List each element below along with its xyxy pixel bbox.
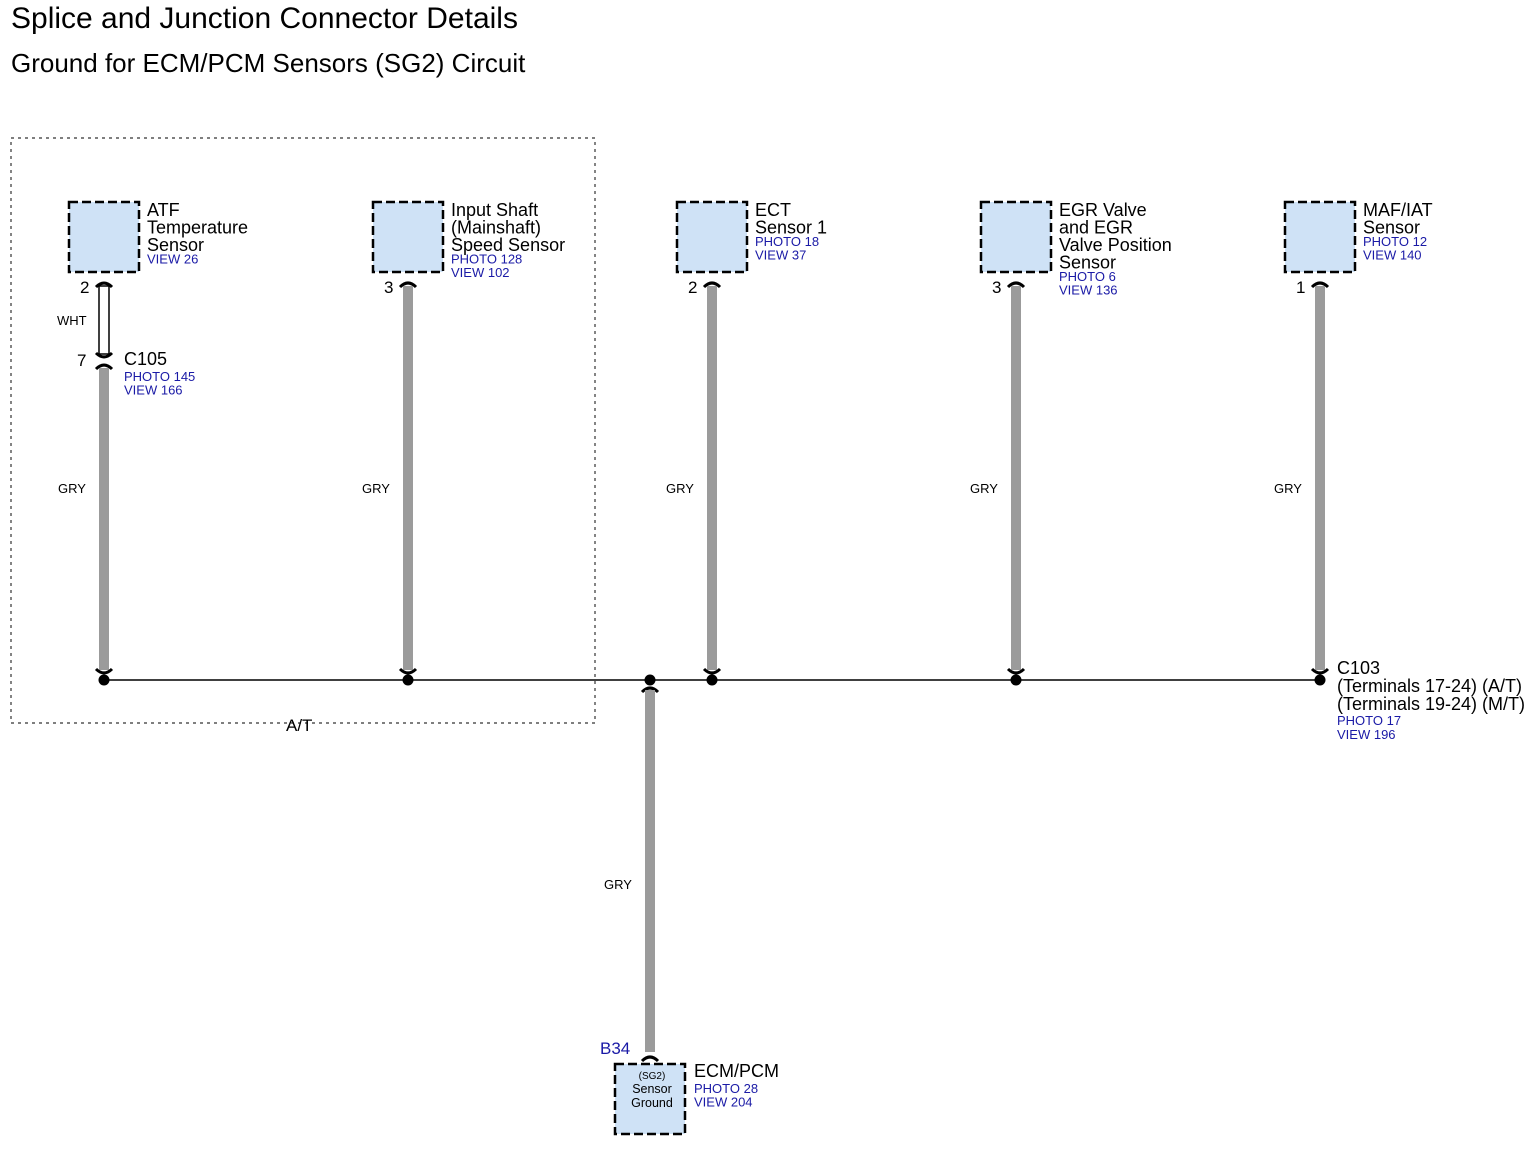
component-name-line: Sensor 1: [755, 218, 827, 238]
splice-point: [1010, 674, 1022, 686]
page-subtitle: Ground for ECM/PCM Sensors (SG2) Circuit: [11, 48, 526, 78]
component-box: [371, 200, 445, 274]
c103-label-line: C103: [1337, 658, 1380, 678]
component-box: [675, 200, 749, 274]
wire-color-label: WHT: [57, 313, 87, 328]
component-name-line: Temperature: [147, 218, 248, 238]
ecm-terminal-label: Ground: [631, 1096, 673, 1110]
component-ref-link: VIEW 26: [147, 252, 198, 267]
ecm-name: ECM/PCM: [694, 1061, 779, 1081]
c105-name: C105: [124, 349, 167, 369]
splice-cap: [1310, 667, 1330, 675]
component-name-line: Speed Sensor: [451, 235, 565, 255]
splice-cap: [398, 667, 418, 675]
component-ref-link: PHOTO 128: [451, 252, 522, 267]
ecm-terminal-label: Sensor: [632, 1082, 672, 1096]
ecm-ref-link: VIEW 204: [694, 1095, 753, 1110]
pin-number: 2: [80, 278, 89, 297]
splice-point: [402, 674, 414, 686]
wire-gry: [707, 286, 717, 670]
c103-label-line: (Terminals 17-24) (A/T): [1337, 676, 1522, 696]
component-name-line: Input Shaft: [451, 200, 538, 220]
component-ref-link: VIEW 102: [451, 265, 510, 280]
splice-point: [98, 674, 110, 686]
component-ref-link: PHOTO 18: [755, 234, 819, 249]
splice-cap: [94, 667, 114, 675]
c105-cap-top: [94, 351, 114, 359]
wire-color-label: GRY: [58, 481, 86, 496]
splice-cap: [1006, 667, 1026, 675]
component-box: [67, 200, 141, 274]
c105-ref-link: PHOTO 145: [124, 369, 195, 384]
ecm-terminal-label: (SG2): [639, 1071, 666, 1082]
wire-color-label: GRY: [666, 481, 694, 496]
terminal-cap: [94, 281, 114, 289]
ecm-terminal-box: [613, 1062, 687, 1136]
component-name-line: (Mainshaft): [451, 218, 541, 238]
wire-gry: [403, 286, 413, 670]
pin-number: 3: [992, 278, 1001, 297]
wire-gry: [1315, 286, 1325, 670]
component-ref-link: VIEW 37: [755, 248, 806, 263]
c105-pin: 7: [77, 351, 86, 370]
terminal-cap: [702, 281, 722, 289]
pin-number: 2: [688, 278, 697, 297]
page-title: Splice and Junction Connector Details: [11, 2, 518, 35]
component-box: [1283, 200, 1357, 274]
ecm-connector-id: B34: [600, 1039, 630, 1058]
wire-gry: [1011, 286, 1021, 670]
splice-point: [1314, 674, 1326, 686]
component-ref-link: PHOTO 6: [1059, 269, 1116, 284]
ecm-terminal-cap: [640, 1055, 660, 1063]
component-ref-link: PHOTO 12: [1363, 234, 1427, 249]
wire-wht: [98, 285, 110, 355]
c103-label-line: (Terminals 19-24) (M/T): [1337, 694, 1525, 714]
component-name-line: Sensor: [147, 235, 204, 255]
component-2: Input Shaft(Mainshaft)Speed SensorPHOTO …: [362, 200, 565, 686]
pin-number: 1: [1296, 278, 1305, 297]
component-box: [979, 200, 1053, 274]
component-name-line: ATF: [147, 200, 180, 220]
component-name-line: Valve Position: [1059, 235, 1172, 255]
splice-cap: [702, 667, 722, 675]
at-group-label: A/T: [286, 716, 312, 735]
ecm-splice-cap: [640, 686, 660, 694]
component-name-line: ECT: [755, 200, 791, 220]
c105-ref-link: VIEW 166: [124, 383, 183, 398]
pin-number: 3: [384, 278, 393, 297]
wire-color-label: GRY: [970, 481, 998, 496]
wire-gry-ecm: [645, 690, 655, 1052]
wire-color-label: GRY: [1274, 481, 1302, 496]
terminal-cap: [1310, 281, 1330, 289]
component-name-line: EGR Valve: [1059, 200, 1147, 220]
wire-color-label: GRY: [604, 877, 632, 892]
splice-point-ecm: [644, 674, 656, 686]
component-ref-link: VIEW 136: [1059, 283, 1118, 298]
component-name-line: and EGR: [1059, 218, 1133, 238]
wire-color-label: GRY: [362, 481, 390, 496]
at-group-boundary: [10, 137, 596, 724]
c103-ref-link: VIEW 196: [1337, 727, 1396, 742]
wire-gry: [99, 368, 109, 670]
component-name-line: Sensor: [1363, 218, 1420, 238]
terminal-cap: [398, 281, 418, 289]
ecm-ref-link: PHOTO 28: [694, 1081, 758, 1096]
component-name-line: MAF/IAT: [1363, 200, 1433, 220]
c103-ref-link: PHOTO 17: [1337, 713, 1401, 728]
splice-point: [706, 674, 718, 686]
component-name-line: Sensor: [1059, 253, 1116, 273]
c105-cap-bottom: [94, 363, 114, 371]
component-ref-link: VIEW 140: [1363, 248, 1422, 263]
terminal-cap: [1006, 281, 1026, 289]
